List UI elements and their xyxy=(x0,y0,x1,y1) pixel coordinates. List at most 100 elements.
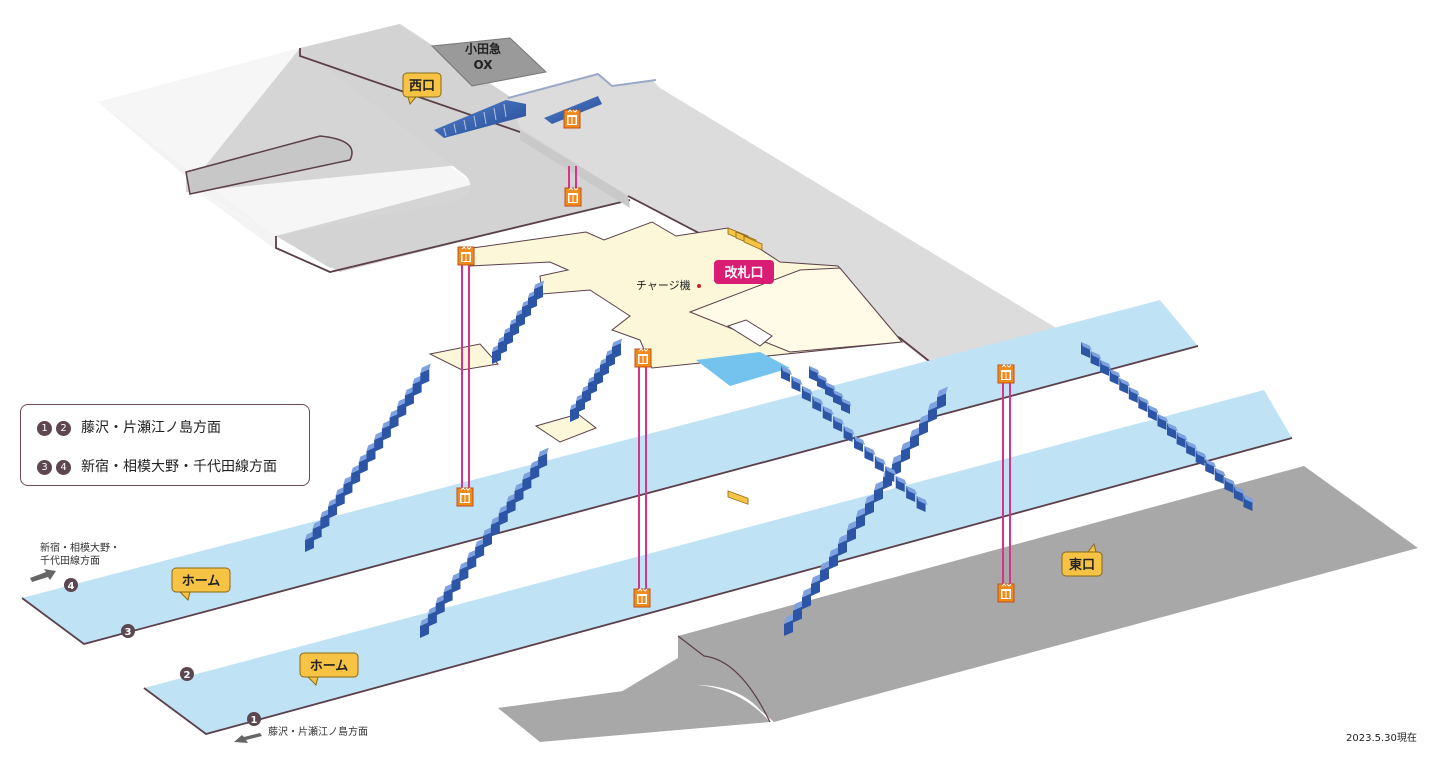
elevator-icon[interactable] xyxy=(633,588,651,608)
stairs-center-lower xyxy=(420,447,549,638)
stair-step-top xyxy=(833,416,845,425)
stair-step xyxy=(901,446,910,463)
ticket-gate-label: 改札口 xyxy=(724,265,763,281)
platform-lower xyxy=(144,390,1292,734)
stair-step-top xyxy=(885,466,897,475)
stair-step xyxy=(427,610,437,627)
stair-step-top xyxy=(1119,378,1131,387)
date-note: 2023.5.30現在 xyxy=(1346,733,1417,744)
stair-step-top xyxy=(1224,477,1236,486)
stair-step-top xyxy=(833,390,844,398)
stair-step xyxy=(443,588,453,605)
stair-step xyxy=(305,536,314,552)
stair-step xyxy=(498,509,508,526)
track-2-marker: 2 xyxy=(180,667,194,681)
stair-step-top xyxy=(811,573,822,584)
stair-step-top xyxy=(1157,414,1169,423)
stair-step-top xyxy=(1167,423,1178,432)
stair-step xyxy=(928,406,937,423)
track-3-label: 3 xyxy=(125,627,132,638)
east-exit-sign[interactable]: 東口 xyxy=(1061,542,1103,577)
direction-arrow-icon xyxy=(30,569,56,582)
stair-step xyxy=(612,343,621,359)
stair-step xyxy=(374,435,384,452)
stair-step-top xyxy=(906,486,918,495)
stair-step-top xyxy=(825,382,836,390)
ticket-gate-sign[interactable]: 改札口 xyxy=(714,260,774,284)
charge-machine-label: チャージ機 xyxy=(636,278,691,292)
elevator-icon[interactable] xyxy=(634,348,652,368)
stair-step-top xyxy=(1176,432,1188,441)
stair-step-top xyxy=(791,376,803,385)
stair-step xyxy=(506,498,516,515)
stair-step-top xyxy=(801,386,813,395)
stair-step xyxy=(937,393,946,410)
stair-step xyxy=(358,458,368,475)
stair-step xyxy=(856,513,865,530)
stair-step xyxy=(328,502,338,519)
stairs-layer xyxy=(305,280,1255,638)
track-1-label: 1 xyxy=(251,715,258,726)
stair-step xyxy=(412,380,422,397)
stair-step-top xyxy=(1109,369,1121,378)
stair-step-top xyxy=(809,366,820,374)
stair-step-top xyxy=(1090,351,1102,360)
stair-step-top xyxy=(802,586,813,598)
stairs-west-1 xyxy=(434,100,526,138)
elevator-icon[interactable] xyxy=(997,583,1015,603)
direction-lower: 藤沢・片瀬江ノ島方面 xyxy=(268,725,368,738)
track-4-label: 4 xyxy=(68,581,75,592)
direction-upper-line2: 千代田線方面 xyxy=(40,554,100,567)
stair-step xyxy=(320,513,330,530)
upper-overpass xyxy=(508,74,1076,386)
stair-step-top xyxy=(784,613,795,624)
west-exit-sign[interactable]: 西口 xyxy=(402,72,442,106)
stair-step-top xyxy=(901,440,912,451)
stair-step-top xyxy=(919,413,930,424)
stair-step-top xyxy=(841,398,852,406)
stair-step xyxy=(530,464,540,481)
landing-upper xyxy=(428,343,499,371)
stair-step-top xyxy=(793,600,804,611)
legend-label-2: 新宿・相模大野・千代田線方面 xyxy=(81,459,277,475)
elevator-icon[interactable] xyxy=(457,246,475,266)
odakyu-ox-building xyxy=(430,37,548,87)
legend-track-1: 1 xyxy=(37,421,52,436)
stair-step-top xyxy=(838,533,849,544)
stair-step xyxy=(366,447,376,463)
stair-step xyxy=(847,526,856,543)
direction-upper-line1: 新宿・相模大野・ xyxy=(40,541,120,554)
stair-step xyxy=(343,480,353,497)
platform-upper xyxy=(22,300,1198,644)
track-3-marker: 3 xyxy=(121,624,135,638)
elevator-icon[interactable] xyxy=(456,487,474,507)
stair-step xyxy=(459,565,469,582)
stair-step xyxy=(838,540,847,556)
elevator-icon[interactable] xyxy=(997,364,1015,384)
stair-step-top xyxy=(1100,360,1112,369)
track-1-marker: 1 xyxy=(247,712,261,726)
stair-step-top xyxy=(874,480,885,491)
odakyu-ox-label-2: OX xyxy=(473,58,493,72)
stair-step-top xyxy=(538,447,549,458)
east-exit-label: 東口 xyxy=(1069,557,1095,573)
elevator-icon[interactable] xyxy=(563,109,581,129)
elevator-icon[interactable] xyxy=(564,187,582,207)
stair-step xyxy=(397,402,407,419)
stair-step-top xyxy=(817,374,828,382)
stair-step-top xyxy=(420,363,431,374)
stair-step-top xyxy=(892,453,903,464)
stair-step-top xyxy=(1243,495,1255,504)
track-2-label: 2 xyxy=(184,670,191,681)
stairs-east-down xyxy=(784,386,948,636)
east-plaza xyxy=(498,466,1418,740)
platform-lower-label: ホーム xyxy=(310,659,349,674)
stair-step xyxy=(534,285,543,301)
stair-step-top xyxy=(612,338,623,347)
stair-step xyxy=(874,486,883,503)
stair-step xyxy=(404,391,414,408)
stair-step-top xyxy=(865,493,876,504)
stair-step-top xyxy=(1195,450,1207,459)
